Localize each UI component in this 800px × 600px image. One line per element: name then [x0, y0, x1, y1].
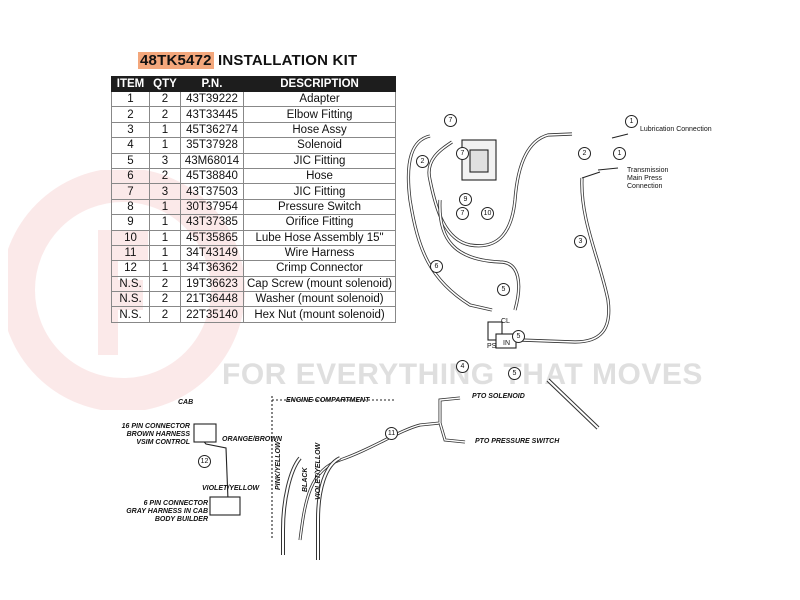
cell-pn: 43T39222 [180, 90, 244, 108]
cell-pn: 45T35865 [180, 229, 244, 246]
title-suffix: INSTALLATION KIT [218, 52, 358, 69]
cell-description: Lube Hose Assembly 15" [242, 229, 397, 246]
col-qty: QTY [149, 76, 181, 92]
callout-5c: 5 [508, 367, 521, 380]
cell-item: N.S. [111, 306, 150, 323]
cell-qty: 1 [149, 244, 181, 262]
cell-pn: 30T37954 [180, 198, 244, 216]
cell-description: Crimp Connector [242, 260, 397, 277]
valve-in-label: IN [503, 340, 510, 347]
col-description: DESCRIPTION [242, 76, 397, 92]
page-title: 48TK5472 INSTALLATION KIT [138, 52, 357, 69]
engine-compartment-label: ENGINE COMPARTMENT [286, 397, 370, 404]
connector-16-label: 16 PIN CONNECTOR BROWN HARNESS VSIM CONT… [121, 423, 190, 446]
pto-pressure-switch-label: PTO PRESSURE SWITCH [475, 438, 560, 445]
callout-7b: 7 [456, 147, 469, 160]
valve-cl-label: CL [501, 318, 510, 325]
cell-description: Wire Harness [242, 244, 397, 262]
callout-10: 10 [481, 207, 494, 220]
cell-pn: 45T36274 [180, 121, 244, 139]
callout-12: 12 [198, 455, 211, 468]
cell-pn: 19T36623 [180, 275, 244, 293]
callout-7c: 7 [456, 207, 469, 220]
callout-2a: 2 [416, 155, 429, 168]
cell-pn: 35T37928 [180, 137, 244, 154]
callout-9: 9 [459, 193, 472, 206]
callout-1a: 1 [625, 115, 638, 128]
kit-number: 48TK5472 [138, 52, 214, 69]
cell-pn: 43T37503 [180, 183, 244, 200]
violet-yellow-2-label: VIOLET/YELLOW [315, 442, 322, 500]
callout-1b: 1 [613, 147, 626, 160]
violet-yellow-label: VIOLET/YELLOW [202, 485, 260, 492]
cell-description: Washer (mount solenoid) [242, 291, 397, 308]
cell-description: Hose Assy [242, 121, 397, 139]
callout-2b: 2 [578, 147, 591, 160]
lube-connection-label: Lubrication Connection [640, 126, 712, 133]
callout-5b: 5 [512, 330, 525, 343]
pink-yellow-label: PINK/YELLOW [275, 441, 282, 490]
cell-description: Orifice Fitting [242, 214, 397, 231]
cell-pn: 43M68014 [180, 152, 244, 169]
col-pn: P.N. [180, 76, 244, 92]
pto-solenoid-label: PTO SOLENOID [472, 393, 525, 400]
orange-brown-label: ORANGE/BROWN [222, 436, 282, 443]
cab-label: CAB [178, 399, 194, 406]
cell-pn: 34T36362 [180, 260, 244, 277]
black-label: BLACK [302, 467, 309, 493]
callout-11: 11 [385, 427, 398, 440]
valve-ps-label: PS [487, 343, 497, 350]
cell-description: Adapter [242, 90, 397, 108]
cell-pn: 43T33445 [180, 106, 244, 123]
callout-4: 4 [456, 360, 469, 373]
cell-item: N.S. [111, 291, 150, 308]
cell-description: Elbow Fitting [242, 106, 397, 123]
transmission-connection-label: Transmission Main Press Connection [627, 167, 669, 190]
callout-6: 6 [430, 260, 443, 273]
callout-5a: 5 [497, 283, 510, 296]
cell-item: 1 [111, 90, 150, 108]
connector-6-label: 6 PIN CONNECTOR GRAY HARNESS IN CAB BODY… [126, 500, 208, 523]
callout-3: 3 [574, 235, 587, 248]
cell-pn: 34T43149 [180, 244, 244, 262]
cell-description: Cap Screw (mount solenoid) [242, 275, 397, 293]
cell-item: N.S. [111, 275, 150, 293]
callout-7a: 7 [444, 114, 457, 127]
cell-description: Hex Nut (mount solenoid) [242, 306, 397, 323]
table-header-row: ITEM QTY P.N. DESCRIPTION [111, 76, 397, 92]
